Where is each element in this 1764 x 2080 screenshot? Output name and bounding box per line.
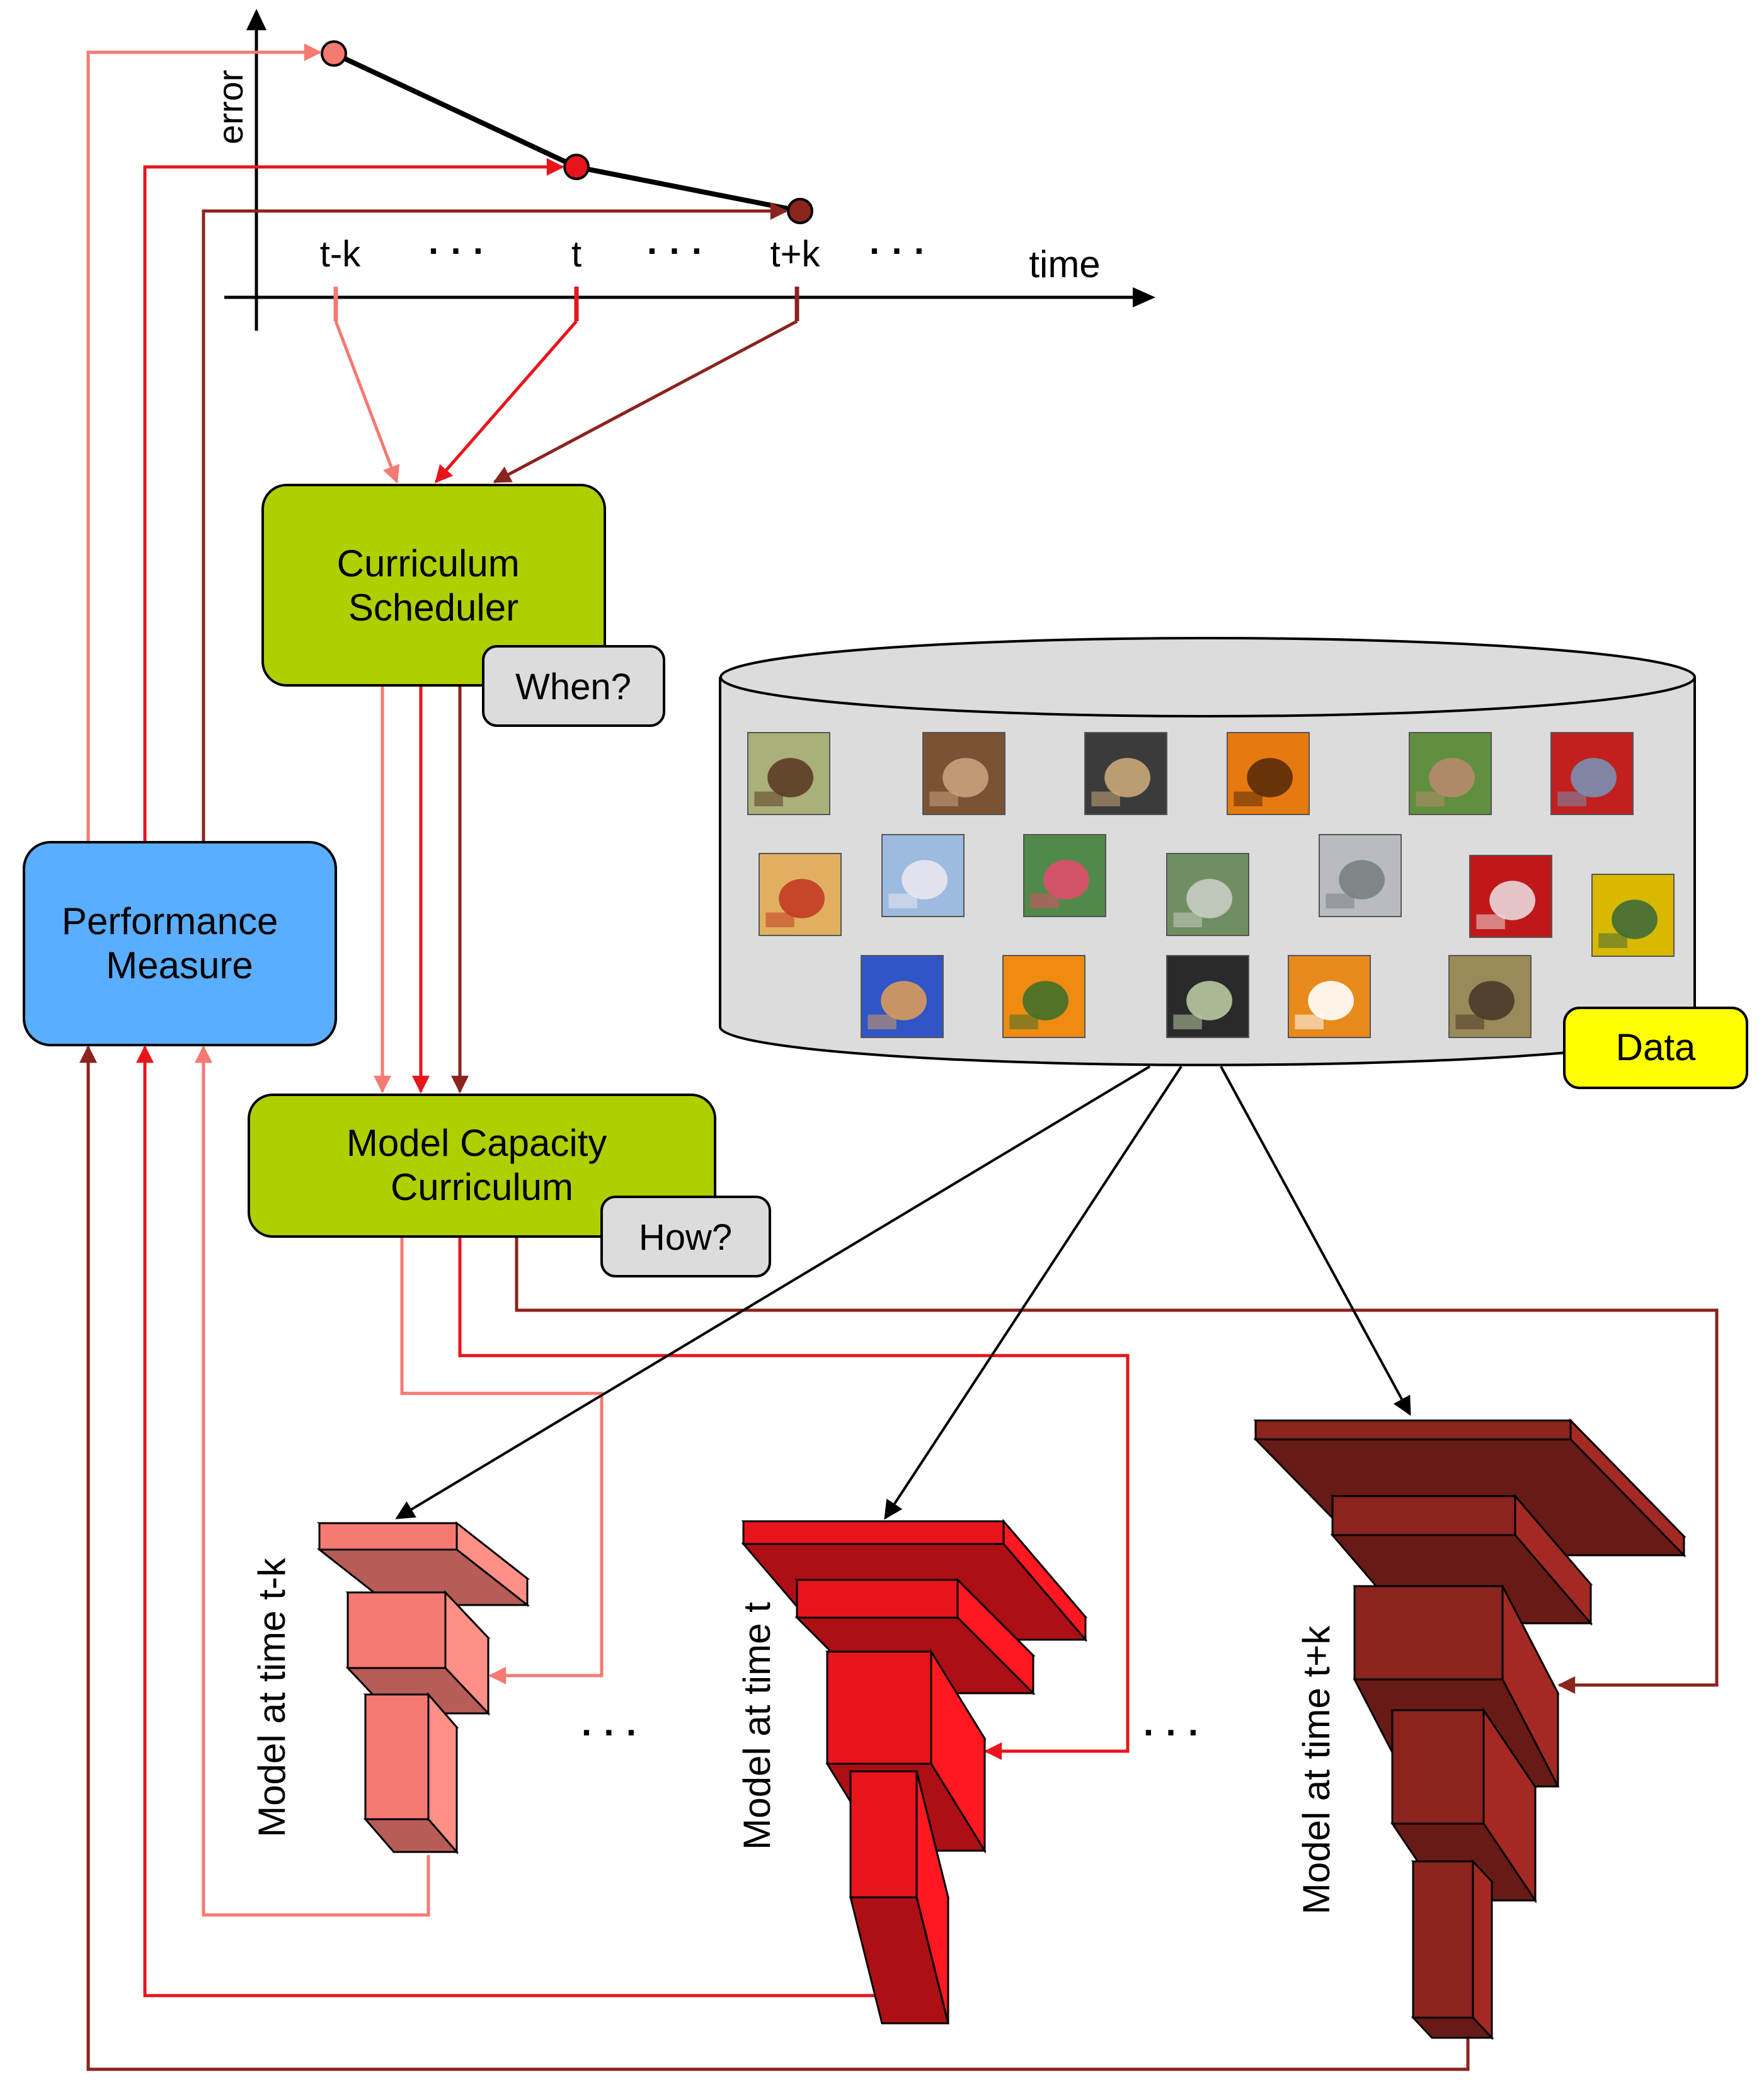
arrow-model-t-plus-k-to-performance [79,1045,1470,2071]
model-t-minus-k [316,1521,530,1855]
x-axis-arrowhead [1133,287,1155,307]
performance-measure-box[interactable]: Performance Measure [23,841,337,1046]
bird-photo [747,732,830,815]
airplane-photo [881,834,965,917]
crowd-photo [922,732,1005,815]
data-store [719,637,1696,1066]
error-point-t-minus-k [321,40,347,67]
model-layer [849,1770,949,2025]
line: Model Capacity [346,1122,607,1164]
when-label: When? [515,666,631,707]
model-t-plus-k [1253,1418,1687,2040]
performance-measure-label: Performance Measure [62,900,289,986]
arrow-performance-to-error-t [143,158,564,841]
tick-label-t-plus-k: t+k [770,234,821,275]
error-plot: error time t-k t t+k · · · · · · · · · [210,9,1155,331]
apple-photo [1469,855,1552,938]
jet-runway-photo [1319,834,1402,917]
tick-label-t: t [571,234,581,275]
model-capacity-curriculum-label: Model Capacity Curriculum [346,1122,617,1208]
how-label: How? [639,1217,732,1258]
x-axis-label: time [1029,243,1100,285]
arrow-performance-to-error-t-minus-k [86,43,322,841]
ellipsis: · · · [647,231,704,271]
arrow-performance-to-error-t-plus-k [202,202,788,841]
tree-person-photo [1409,732,1492,815]
data-tag: Data [1563,1007,1748,1089]
oranges-photo [1227,732,1310,815]
arrow-tick-t-plus-k-to-scheduler [493,319,798,484]
data-thumbnails [747,732,1675,1038]
y-axis-label: error [210,70,250,144]
models-group [316,1418,1687,2040]
cylinder-top [719,637,1696,717]
ellipsis: · · · [1143,1712,1200,1753]
horse-street-photo [1084,732,1167,815]
yellow-car-photo [1591,874,1675,957]
arrow-tick-t-minus-k-to-scheduler [334,321,400,484]
arrow-data-to-model-t-minus-k [395,1065,1151,1519]
when-tag: When? [482,645,665,727]
arrow-capacity-to-model-t-minus-k [400,1238,604,1684]
line: Measure [106,944,253,986]
orange-single-photo [1288,955,1371,1038]
road-trees-photo [1166,853,1249,936]
model-layer [1390,1707,1537,1904]
horses-field-photo [1448,955,1532,1038]
y-axis-arrowhead [246,9,266,30]
line: Curriculum [337,542,520,585]
model-t [741,1518,1088,2025]
model-layer [345,1590,491,1716]
arrow-capacity-to-model-t [458,1238,1130,1760]
error-curve [333,51,801,214]
orange-pile-photo [1002,955,1085,1038]
horse-rider-photo [1166,955,1249,1038]
fire-truck-photo [1550,732,1634,815]
hand-apple-photo [1023,834,1106,917]
model-label-t: Model at time t [736,1602,778,1850]
arrow-capacity-to-model-t-plus-k [515,1238,1719,1694]
line: Performance [62,900,278,942]
arrow-tick-t-to-scheduler [435,320,578,484]
data-label: Data [1616,1026,1696,1068]
ellipsis: · · · [581,1712,638,1753]
ellipsis: · · · [428,231,485,271]
ellipsis: · · · [869,231,926,271]
model-capacity-curriculum-box[interactable]: Model Capacity Curriculum [248,1094,716,1238]
model-layer [825,1648,987,1854]
how-tag: How? [600,1196,771,1277]
model-layer [316,1521,530,1608]
line: Scheduler [348,586,518,629]
tick-label-t-minus-k: t-k [320,234,361,275]
arrow-model-t-minus-k-to-performance [195,1045,430,1917]
model-label-t-minus-k: Model at time t-k [251,1557,293,1837]
error-point-t-plus-k [787,198,813,224]
curriculum-scheduler-box[interactable]: Curriculum Scheduler [261,484,606,687]
arrow-data-to-model-t-plus-k [1220,1066,1411,1416]
fruit-basket-photo [759,853,842,936]
cat-bowl-photo [861,955,944,1038]
model-label-t-plus-k: Model at time t+k [1295,1625,1337,1915]
model-layer [363,1691,459,1855]
model-layer [1411,1859,1494,2040]
curriculum-scheduler-label: Curriculum Scheduler [337,542,530,629]
arrow-data-to-model-t [884,1065,1183,1520]
model-layer [1330,1493,1593,1626]
error-point-t [563,154,590,180]
line: Curriculum [391,1166,573,1208]
